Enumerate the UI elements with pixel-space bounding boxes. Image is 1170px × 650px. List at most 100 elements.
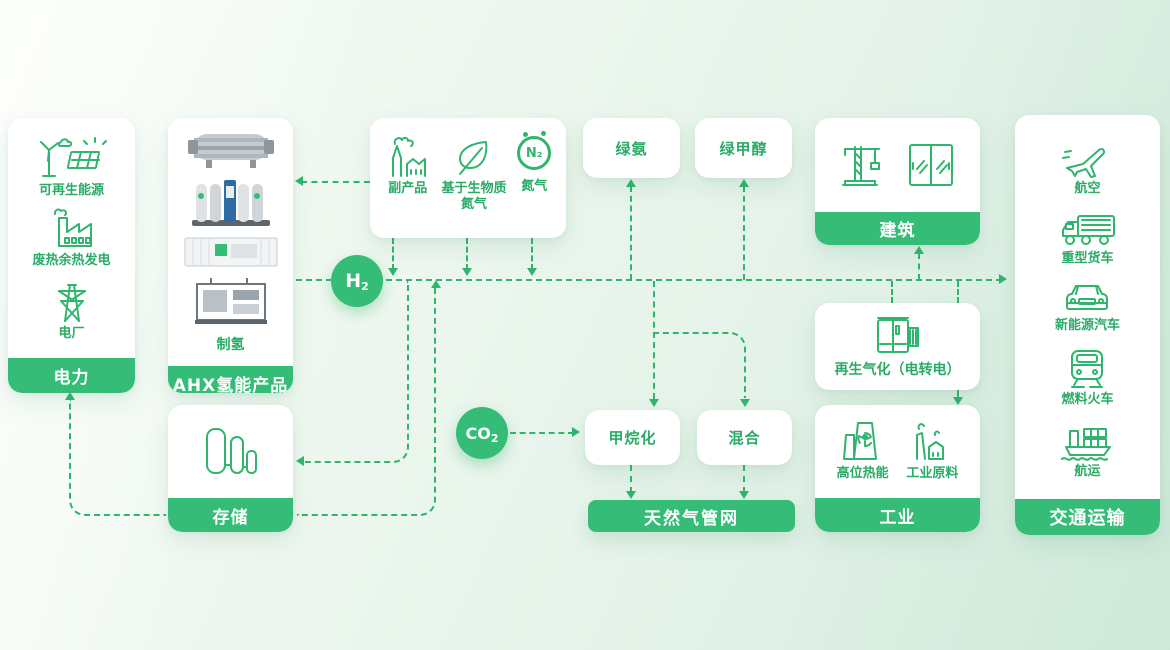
byproduct-down-line	[392, 238, 394, 270]
regas-to-industry-arrow	[953, 397, 963, 405]
high-grade-heat-label: 高位热能	[836, 466, 889, 481]
sources-to-ahx-line	[301, 181, 370, 183]
storage-tanks-icon	[205, 427, 257, 474]
cargo-ship-icon	[1060, 428, 1111, 461]
nitrogen-down-line	[531, 238, 533, 270]
regasification-card: 再生气化（电转电）	[815, 303, 980, 390]
green-methanol-label: 绿甲醇	[719, 139, 768, 158]
transport-footer: 交通运输	[1015, 499, 1160, 535]
co2-badge-sub: 2	[490, 431, 499, 445]
biomass-label: 基于生物质 氮气	[441, 181, 507, 213]
gas-grid-bar: 天然气管网	[588, 500, 795, 532]
co2-to-methanation-line	[510, 432, 574, 434]
aviation-label: 航空	[1074, 180, 1101, 196]
arrow-to-ahx	[295, 176, 303, 186]
waste-heat-label: 废热余热发电	[32, 253, 111, 269]
building-footer: 建筑	[815, 212, 980, 245]
byproduct-factory-icon	[391, 136, 426, 177]
sliding-door-icon	[909, 144, 954, 186]
byproduct-label: 副产品	[388, 181, 428, 196]
heavy-truck-item: 重型货车	[1058, 210, 1118, 267]
power-footer: 电力	[8, 358, 135, 393]
methanol-up-arrow	[739, 179, 749, 187]
storage-out-arrow	[431, 280, 441, 288]
n2-molecule-icon: N₂	[517, 131, 552, 170]
power-card: 可再生能源 废热余热发电 电厂 电力	[8, 118, 135, 393]
hydrogen-sources-card: 副产品 基于生物质 氮气 N₂ 氮气	[370, 118, 566, 238]
industrial-feedstock-item: 工业原料	[906, 417, 958, 482]
fuel-train-label: 燃料火车	[1061, 392, 1114, 408]
new-energy-car-item: 新能源汽车	[1055, 279, 1120, 334]
h2-badge-sub: 2	[361, 279, 369, 293]
storage-to-power-line	[69, 399, 166, 516]
green-ammonia-label: 绿氨	[615, 139, 648, 158]
blending-arrow	[740, 399, 750, 407]
gas-cylinders-photo	[191, 180, 270, 226]
storage-to-h2-line	[297, 287, 436, 516]
biomass-down-arrow	[462, 268, 472, 276]
industry-card: 高位热能 工业原料 工业	[815, 405, 980, 532]
shipping-item: 航运	[1058, 421, 1118, 480]
industrial-feedstock-label: 工业原料	[906, 466, 959, 481]
electrolyzer-cabinet-icon	[876, 316, 919, 353]
gas-grid-label: 天然气管网	[644, 508, 739, 529]
shipping-label: 航运	[1074, 464, 1101, 480]
regas-feed-line-2	[957, 281, 959, 303]
industry-footer: 工业	[815, 498, 980, 532]
methanation-to-grid-arrow	[626, 491, 636, 499]
renewables-item: 可再生能源	[35, 134, 109, 199]
high-grade-heat-item: 高位热能	[837, 417, 889, 482]
arrow-to-transport	[999, 274, 1007, 284]
methanation-arrow	[649, 399, 659, 407]
crane-icon	[841, 146, 880, 186]
blending-card: 混合	[697, 410, 792, 465]
storage-footer: 存储	[168, 498, 293, 532]
biomass-down-line	[466, 238, 468, 270]
building-up-line	[918, 253, 920, 280]
container-photo	[184, 237, 277, 267]
h2-to-blending-line	[653, 332, 746, 398]
fuel-train-icon	[1071, 350, 1104, 389]
renewables-icon	[39, 136, 107, 177]
new-energy-car-icon	[1066, 285, 1109, 311]
methanol-up-line	[743, 186, 745, 280]
byproduct-item: 副产品	[385, 136, 431, 197]
green-methanol-card: 绿甲醇	[695, 118, 792, 178]
transport-card: 航空 重型货车 新能源汽车	[1015, 115, 1160, 535]
power-grid-tower-icon	[57, 284, 86, 323]
h2-badge-text: H	[345, 270, 362, 292]
waste-heat-plant-icon	[54, 208, 93, 248]
methanation-card: 甲烷化	[585, 410, 680, 465]
co2-arrow	[572, 427, 580, 437]
methanation-to-grid-line	[630, 465, 632, 493]
heat-exchanger-photo	[187, 134, 274, 168]
storage-card: 存储	[168, 405, 293, 532]
aviation-item: 航空	[1059, 138, 1117, 197]
heavy-truck-label: 重型货车	[1061, 250, 1114, 266]
regas-feed-line-1	[891, 281, 893, 303]
n2-icon-text: N₂	[525, 145, 543, 161]
building-up-arrow	[914, 246, 924, 254]
power-plant-item: 电厂	[47, 277, 97, 342]
green-ammonia-card: 绿氨	[583, 118, 680, 178]
high-grade-heat-icon	[842, 422, 877, 460]
blending-to-grid-line	[743, 465, 745, 493]
ahx-footer: AHX氢能产品	[168, 366, 293, 393]
hydrogen-production-label: 制氢	[216, 337, 245, 353]
leaf-icon	[458, 141, 488, 175]
regasification-label: 再生气化（电转电）	[834, 362, 961, 378]
power-in-arrow	[65, 392, 75, 400]
power-plant-label: 电厂	[58, 326, 85, 342]
nitrogen-down-arrow	[527, 268, 537, 276]
nitrogen-item: N₂ 氮气	[517, 131, 552, 195]
hydrogen-skid-photo	[194, 278, 267, 324]
blending-label: 混合	[728, 429, 761, 447]
biomass-item: 基于生物质 氮气	[441, 136, 506, 214]
co2-badge-text: CO	[465, 423, 491, 443]
byproduct-down-arrow	[388, 268, 398, 276]
heavy-truck-icon	[1061, 214, 1115, 245]
ahx-products-card: 制氢 AHX氢能产品	[168, 118, 293, 393]
renewables-label: 可再生能源	[38, 182, 104, 198]
